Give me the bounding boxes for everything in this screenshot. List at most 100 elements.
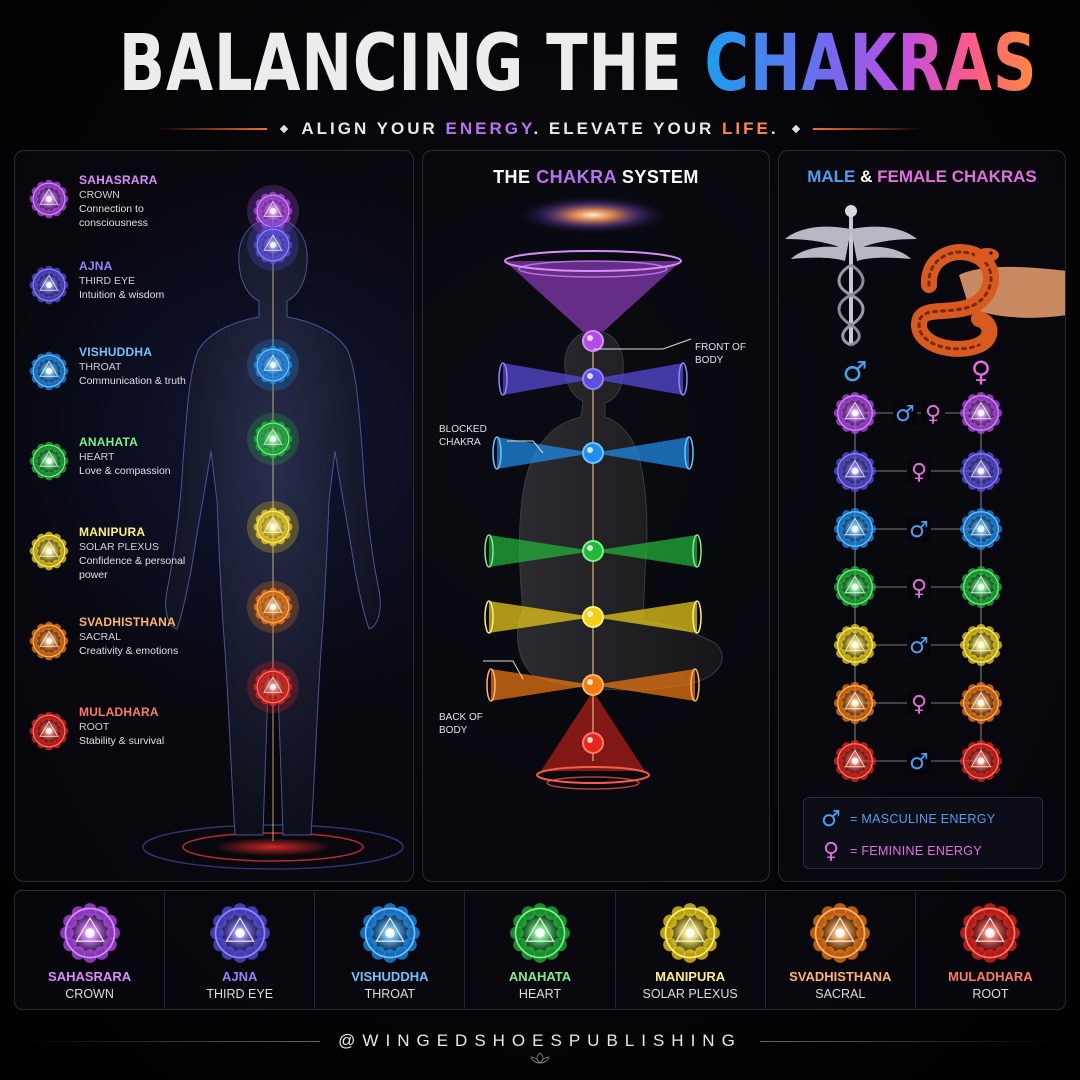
sahasrara-body-point: [247, 185, 299, 237]
subtitle-divider-right: [812, 128, 923, 130]
subtitle-life: LIFE: [722, 119, 771, 138]
chakra-description: Communication & truth: [79, 375, 186, 387]
manipura-male-side-icon: [833, 623, 877, 667]
caduceus-icon: [785, 205, 917, 347]
ajna-female-side-icon: [959, 449, 1003, 493]
summary-chakra-english-name: THIRD EYE: [206, 987, 274, 1001]
male-symbol-icon: ♂: [909, 634, 929, 659]
summary-chakra-english-name: SACRAL: [815, 987, 866, 1001]
callout-front-of-body: FRONT OF BODY: [695, 342, 746, 366]
ajna-mandala-icon: [206, 899, 274, 967]
chakra-description: Connection to consciousness: [79, 203, 148, 229]
chakra-info: SAHASRARA CROWN Connection to consciousnes…: [79, 173, 189, 230]
summary-chakra-name: SAHASRARA: [48, 969, 132, 984]
manipura-cone: [484, 600, 702, 634]
chakra-english-name: THIRD EYE: [79, 275, 136, 287]
manipura-mandala-icon: [656, 899, 724, 967]
manipura-mf-row: ♂: [833, 623, 1003, 703]
chakra-description: Love & compassion: [79, 465, 171, 477]
summary-chakra-english-name: SOLAR PLEXUS: [642, 987, 738, 1001]
vishuddha-female-side-icon: [959, 507, 1003, 551]
sahasrara-male-side-icon: [833, 391, 877, 435]
footer: @WINGEDSHOESPUBLISHING: [0, 1026, 1080, 1056]
chakra-name: ANAHATA: [79, 435, 138, 449]
title-part-1: BALANCING THE: [118, 19, 705, 109]
ajna-cone: [498, 362, 688, 396]
muladhara-cone: [582, 732, 604, 754]
root-funnel-rim: [546, 776, 640, 790]
summary-chakra-english-name: HEART: [518, 987, 562, 1001]
vishuddha-mandala-icon: [27, 349, 71, 393]
male-symbol-icon: ♂: [895, 402, 915, 427]
subtitle-text-2: . ELEVATE YOUR: [533, 119, 723, 138]
chakra-description: Confidence & personal power: [79, 555, 186, 581]
mid-title-text-2: SYSTEM: [616, 167, 699, 187]
subtitle-text-3: .: [770, 119, 779, 138]
chakra-english-name: SACRAL: [79, 631, 122, 643]
callout-line-front: [593, 338, 692, 350]
svadhisthana-mandala-icon: [27, 619, 71, 663]
title-female: FEMALE CHAKRAS: [877, 167, 1037, 186]
male-female-rows: ♂♀♀♂♀♂♀♂: [833, 391, 1003, 783]
title-amp: &: [855, 167, 878, 186]
legend-feminine: ♀ = FEMININE ENERGY: [820, 838, 982, 864]
floor-glow: [213, 838, 333, 856]
ajna-male-side-icon: [833, 449, 877, 493]
female-symbol-icon: ♀: [822, 838, 840, 864]
male-symbol-header: ♂: [842, 355, 867, 388]
chakra-body-panel: SAHASRARA CROWN Connection to consciousnes…: [14, 150, 414, 882]
chakra-english-name: THROAT: [79, 361, 122, 373]
diamond-icon: [280, 124, 289, 134]
muladhara-female-side-icon: [959, 739, 1003, 783]
summary-chakra-name: ANAHATA: [508, 969, 572, 984]
subtitle-divider-left: [157, 128, 268, 130]
female-symbol-icon: ♀: [911, 576, 927, 601]
vishuddha-mandala-icon: [356, 899, 424, 967]
muladhara-mandala-icon: [956, 899, 1024, 967]
subtitle-text-1: ALIGN YOUR: [301, 119, 446, 138]
anahata-cone: [484, 534, 702, 568]
female-symbol-icon: ♀: [911, 692, 927, 717]
title-part-2: CHAKRAS: [704, 19, 1038, 109]
callout-blocked-chakra: BLOCKED CHAKRA: [439, 424, 487, 448]
svadhisthana-cone: [486, 668, 700, 702]
summary-chakra-name: SVADHISTHANA: [789, 969, 892, 984]
summary-cell-anahata: ANAHATA HEART: [465, 891, 616, 1009]
chakra-name: MANIPURA: [79, 525, 146, 539]
male-symbol-icon: ♂: [821, 806, 841, 832]
vishuddha-mf-row: ♂: [833, 507, 1003, 587]
chakra-description: Intuition & wisdom: [79, 289, 165, 301]
sahasrara-cone: [582, 330, 604, 352]
crown-funnel-rim: [518, 260, 668, 278]
chakra-cones: [484, 330, 702, 754]
chakra-name: MULADHARA: [79, 705, 159, 719]
title-male: MALE: [807, 167, 856, 186]
chakra-list-item-muladhara: MULADHARA ROOT Stability & survival: [23, 705, 193, 785]
legend-masculine-text: = MASCULINE ENERGY: [850, 812, 996, 826]
galaxy-icon: [513, 195, 673, 235]
chakra-english-name: CROWN: [79, 189, 120, 201]
chakra-name: SAHASRARA: [79, 173, 158, 187]
footer-divider-right: [759, 1040, 1060, 1042]
male-female-title: MALE & FEMALE CHAKRAS: [779, 167, 1065, 187]
summary-cell-svadhisthana: SVADHISTHANA SACRAL: [766, 891, 916, 1009]
snake-hand-icon: [910, 244, 1065, 357]
chakra-description: Stability & survival: [79, 735, 165, 747]
vishuddha-male-side-icon: [833, 507, 877, 551]
chakra-english-name: HEART: [79, 451, 115, 463]
human-body-figure: [142, 185, 404, 870]
vishuddha-body-point: [247, 339, 299, 391]
anahata-mf-row: ♀: [833, 565, 1003, 645]
manipura-female-side-icon: [959, 623, 1003, 667]
chakra-english-name: ROOT: [79, 721, 110, 733]
chakra-info: ANAHATA HEART Love & compassion: [79, 435, 189, 478]
subtitle-row: ALIGN YOUR ENERGY. ELEVATE YOUR LIFE.: [0, 116, 1080, 142]
